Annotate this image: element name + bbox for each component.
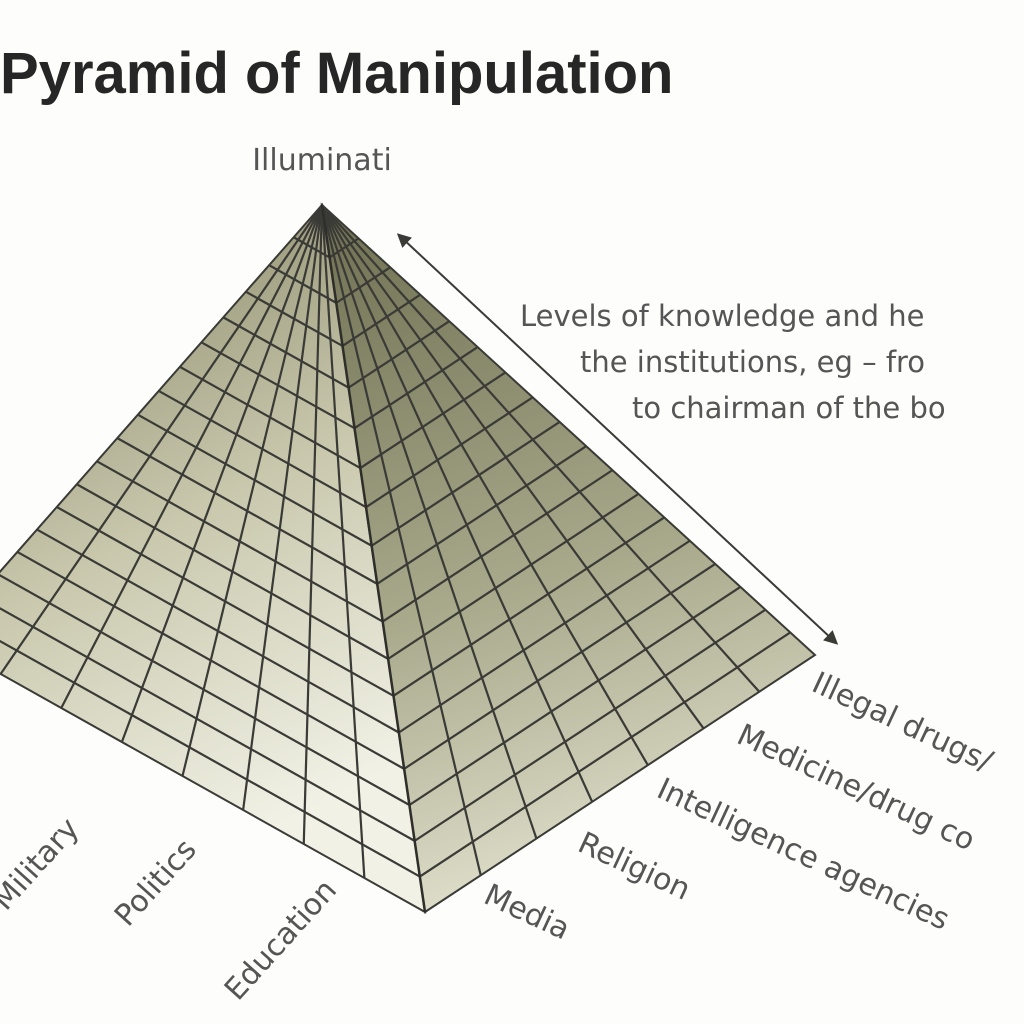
diagram-title: Pyramid of Manipulation (0, 41, 674, 106)
annotation-line-3: to chairman of the bo (632, 391, 946, 425)
pyramid-left-grid (0, 204, 421, 879)
right-label-religion: Religion (573, 826, 696, 908)
grid-column-line (60, 204, 323, 709)
grid-column-line (0, 204, 323, 675)
pyramid-front-edge (320, 204, 427, 913)
levels-arrow (396, 233, 839, 645)
annotation-line-2: the institutions, eg – fro (580, 345, 925, 379)
grid-row-line (414, 608, 767, 842)
grid-column-line (302, 204, 324, 845)
grid-row-line (335, 266, 391, 304)
right-label-media: Media (479, 878, 575, 948)
apex-label: Illuminati (252, 143, 392, 178)
grid-column-line (120, 204, 324, 743)
annotation-line-1: Levels of knowledge and he (520, 299, 924, 333)
levels-annotation: Levels of knowledge and he the instituti… (520, 299, 946, 425)
grid-column-line (320, 204, 366, 879)
grid-column-line (242, 204, 324, 811)
left-face-labels: Military Politics Education (0, 811, 344, 1007)
grid-row-line (419, 631, 791, 878)
left-label-politics: Politics (108, 832, 204, 933)
left-label-military: Military (0, 811, 86, 917)
grid-column-line (181, 204, 324, 777)
left-label-education: Education (218, 873, 344, 1007)
